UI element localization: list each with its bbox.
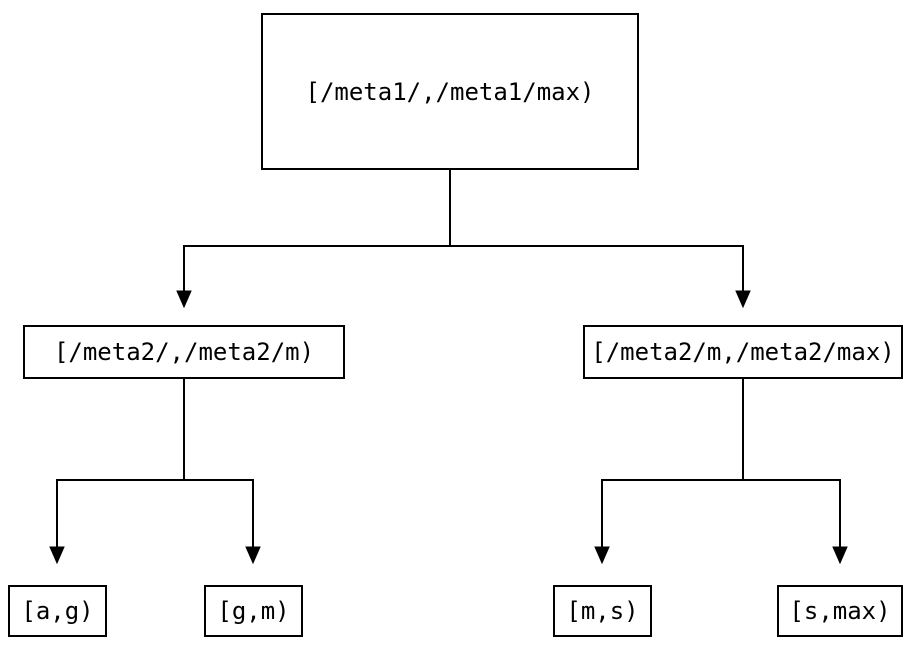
node-leaf-a-g: [a,g) bbox=[8, 585, 107, 637]
node-leaf-s-max: [s,max) bbox=[777, 585, 903, 637]
node-label: [g,m) bbox=[217, 597, 290, 625]
node-label: [/meta1/,/meta1/max) bbox=[305, 77, 595, 106]
node-label: [s,max) bbox=[789, 597, 891, 625]
arrowhead-down-icon bbox=[49, 546, 65, 565]
node-leaf-m-s: [m,s) bbox=[553, 585, 652, 637]
arrowhead-down-icon bbox=[176, 290, 192, 309]
node-meta1-range: [/meta1/,/meta1/max) bbox=[261, 13, 639, 170]
node-leaf-g-m: [g,m) bbox=[204, 585, 303, 637]
arrowhead-down-icon bbox=[245, 546, 261, 565]
node-meta2-low-range: [/meta2/,/meta2/m) bbox=[23, 325, 345, 379]
node-label: [m,s) bbox=[566, 597, 639, 625]
node-label: [/meta2/m,/meta2/max) bbox=[591, 338, 895, 366]
node-label: [a,g) bbox=[21, 597, 94, 625]
node-meta2-high-range: [/meta2/m,/meta2/max) bbox=[583, 325, 903, 379]
arrowhead-down-icon bbox=[832, 546, 848, 565]
arrowhead-down-icon bbox=[594, 546, 610, 565]
arrowhead-down-icon bbox=[735, 290, 751, 309]
node-label: [/meta2/,/meta2/m) bbox=[53, 338, 315, 366]
